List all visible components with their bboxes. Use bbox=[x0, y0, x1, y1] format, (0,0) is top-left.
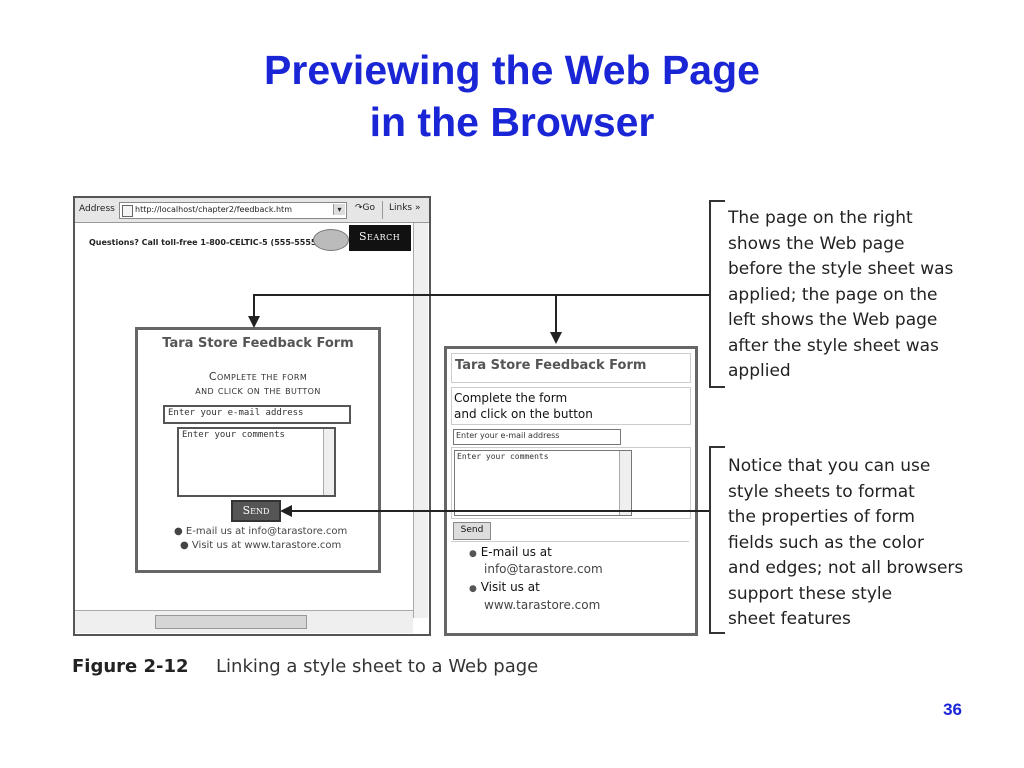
callout-top-line: left shows the Web page bbox=[728, 310, 938, 330]
callout-top-line: applied bbox=[728, 361, 791, 381]
vertical-scrollbar[interactable] bbox=[413, 223, 428, 618]
callout-bottom-line: fields such as the color bbox=[728, 532, 924, 553]
browser-window-styled: Address http://localhost/chapter2/feedba… bbox=[73, 196, 431, 636]
unstyled-send-button[interactable]: Send bbox=[453, 522, 491, 540]
unstyled-send-label: Send bbox=[460, 525, 484, 535]
search-label: Search bbox=[359, 230, 401, 243]
connector-drop-right bbox=[555, 294, 557, 334]
page-number: 36 bbox=[943, 700, 962, 719]
callout-text-top: The page on the right shows the Web page… bbox=[728, 206, 953, 385]
visit-link[interactable]: ● Visit us at www.tarastore.com bbox=[180, 540, 341, 551]
address-label: Address bbox=[79, 204, 115, 214]
unstyled-email-address[interactable]: info@tarastore.com bbox=[484, 562, 603, 576]
callout-bottom-line: and edges; not all browsers bbox=[728, 558, 964, 578]
instructions-line2: and click on the button bbox=[195, 384, 321, 397]
url-field[interactable]: http://localhost/chapter2/feedback.htm ▾ bbox=[119, 202, 347, 219]
visit-link-text: Visit us at www.tarastore.com bbox=[191, 540, 342, 551]
unstyled-instructions-line1: Complete the form bbox=[454, 391, 568, 405]
go-label: Go bbox=[362, 203, 376, 213]
callout-bottom-line: Notice that you can use bbox=[728, 456, 931, 476]
horizontal-scroll-thumb[interactable] bbox=[155, 615, 307, 629]
connector-line-bottom bbox=[290, 510, 709, 512]
callout-text-bottom: Notice that you can use style sheets to … bbox=[728, 454, 963, 633]
links-button[interactable]: Links » bbox=[389, 203, 421, 213]
instructions-line1: Complete the form bbox=[208, 370, 308, 383]
callout-top-line: before the style sheet was bbox=[728, 259, 954, 279]
bullet-icon: ● bbox=[469, 584, 477, 594]
form-title: Tara Store Feedback Form bbox=[162, 336, 354, 351]
figure-caption: Linking a style sheet to a Web page bbox=[216, 656, 539, 677]
callout-top-line: applied; the page on the bbox=[728, 284, 938, 305]
connector-line-top bbox=[253, 294, 709, 296]
callout-bottom-line: support these style bbox=[728, 583, 893, 604]
unstyled-comments-textarea[interactable]: Enter your comments bbox=[454, 450, 632, 516]
callout-bottom-line: style sheets to format bbox=[728, 481, 915, 502]
email-input[interactable]: Enter your e-mail address bbox=[163, 405, 351, 424]
address-bar: Address http://localhost/chapter2/feedba… bbox=[75, 198, 429, 223]
email-placeholder: Enter your e-mail address bbox=[168, 408, 304, 418]
unstyled-instructions-box: Complete the form and click on the butto… bbox=[451, 387, 691, 425]
comments-textarea[interactable]: Enter your comments bbox=[177, 427, 336, 497]
unstyled-email-line1: E-mail us at bbox=[480, 545, 552, 559]
horizontal-scrollbar[interactable] bbox=[75, 610, 413, 633]
callout-top-line: after the style sheet was bbox=[728, 335, 939, 356]
go-button[interactable]: ↷Go bbox=[355, 203, 375, 213]
feedback-form-styled: Tara Store Feedback Form Complete the fo… bbox=[135, 327, 381, 573]
unstyled-title-box: Tara Store Feedback Form bbox=[451, 353, 691, 383]
callout-bottom-line: the properties of form bbox=[728, 507, 915, 527]
unstyled-email-input[interactable]: Enter your e-mail address bbox=[453, 429, 621, 445]
email-link-text: E-mail us at info@tarastore.com bbox=[185, 526, 348, 537]
unstyled-instructions-line2: and click on the button bbox=[454, 407, 593, 421]
arrow-down-right-icon bbox=[550, 332, 562, 344]
unstyled-email-placeholder: Enter your e-mail address bbox=[456, 431, 560, 440]
email-link[interactable]: ● E-mail us at info@tarastore.com bbox=[174, 526, 347, 537]
unstyled-visit-address[interactable]: www.tarastore.com bbox=[484, 598, 601, 612]
send-label: Send bbox=[242, 504, 270, 517]
arrow-down-left-icon bbox=[248, 316, 260, 328]
callout-top-line: The page on the right bbox=[728, 208, 913, 228]
links-label: Links bbox=[389, 203, 413, 213]
unstyled-visit-link[interactable]: ● Visit us at bbox=[469, 580, 540, 594]
unstyled-form-title: Tara Store Feedback Form bbox=[455, 358, 647, 373]
go-arrow-icon: ↷ bbox=[355, 203, 363, 213]
comments-scrollbar[interactable] bbox=[323, 429, 334, 495]
send-button-styled[interactable]: Send bbox=[231, 500, 281, 522]
bullet-icon: ● bbox=[180, 540, 189, 551]
url-text: http://localhost/chapter2/feedback.htm bbox=[135, 205, 292, 214]
slide-title-line2: in the Browser bbox=[369, 99, 655, 145]
slide-title-line1: Previewing the Web Page bbox=[264, 47, 760, 93]
bullet-icon: ● bbox=[174, 526, 183, 537]
callout-bottom-line: sheet features bbox=[728, 609, 851, 629]
banner-text: Questions? Call toll-free 1-800-CELTIC-5… bbox=[89, 238, 321, 247]
logo-image bbox=[313, 229, 349, 251]
comments-placeholder: Enter your comments bbox=[182, 430, 285, 440]
unstyled-comments-scrollbar[interactable] bbox=[619, 451, 631, 515]
page-viewport: Questions? Call toll-free 1-800-CELTIC-5… bbox=[75, 223, 413, 610]
unstyled-email-link[interactable]: ● E-mail us at bbox=[469, 545, 552, 559]
browser-window-unstyled: Tara Store Feedback Form Complete the fo… bbox=[444, 346, 698, 636]
callout-bracket-top bbox=[709, 200, 725, 388]
dropdown-arrow-icon[interactable]: ▾ bbox=[333, 204, 345, 215]
figure-label: Figure 2-12 bbox=[72, 656, 189, 677]
callout-top-line: shows the Web page bbox=[728, 233, 905, 254]
chevron-right-double-icon: » bbox=[415, 203, 421, 213]
unstyled-divider bbox=[451, 541, 689, 542]
toolbar-divider bbox=[382, 201, 383, 219]
unstyled-comments-placeholder: Enter your comments bbox=[457, 452, 549, 461]
unstyled-comments-box: Enter your comments bbox=[451, 447, 691, 519]
search-button[interactable]: Search bbox=[349, 225, 411, 251]
arrow-left-icon bbox=[280, 505, 292, 517]
callout-bracket-bottom bbox=[709, 446, 725, 634]
connector-drop-left bbox=[253, 294, 255, 318]
page-icon bbox=[122, 205, 133, 217]
unstyled-visit-line1: Visit us at bbox=[480, 580, 540, 594]
bullet-icon: ● bbox=[469, 549, 477, 559]
